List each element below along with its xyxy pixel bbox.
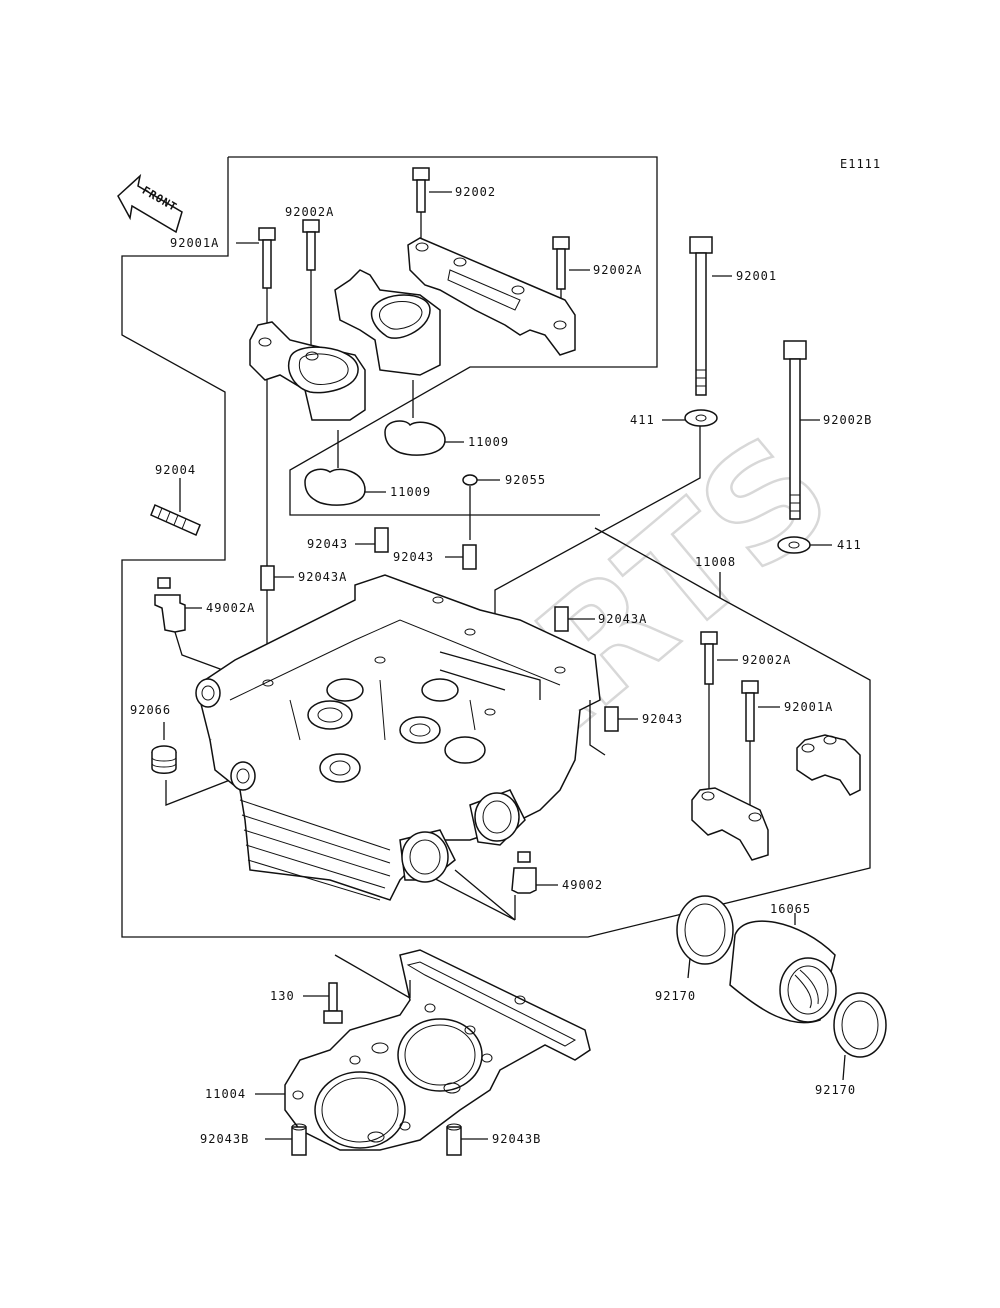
stud-92004 (150, 478, 201, 537)
cylinder-head (195, 574, 606, 901)
label-11009-right: 11009 (468, 435, 509, 449)
label-92001: 92001 (736, 269, 777, 283)
bolt-92001A-top (236, 227, 276, 325)
dowel-92043-c (604, 706, 638, 732)
cam-cover-left (249, 321, 366, 421)
label-130: 130 (270, 989, 295, 1003)
label-92001A-lower: 92001A (784, 700, 833, 714)
dowel-92043B-right (446, 1123, 488, 1156)
intake-holder-16065 (729, 913, 837, 1024)
clamp-92170-right (833, 992, 887, 1081)
ref-code: E1111 (840, 157, 881, 171)
head-group-outline (121, 157, 871, 938)
clamp-92170-left (676, 895, 734, 979)
label-49002: 49002 (562, 878, 603, 892)
label-92043-b: 92043 (393, 550, 434, 564)
label-92043B-right: 92043B (492, 1132, 541, 1146)
oring-92055 (462, 474, 500, 540)
cam-cover-middle (334, 269, 441, 376)
dowel-92043-a (355, 527, 389, 553)
label-92043-a: 92043 (307, 537, 348, 551)
bolt-92001A-lower (741, 680, 780, 820)
bolt-92002 (412, 167, 452, 242)
bolt-92002B (783, 340, 820, 520)
dowel-92043B-left (265, 1123, 307, 1156)
label-92043-c: 92043 (642, 712, 683, 726)
dowel-92043-b (445, 544, 477, 570)
bolt-92001 (689, 236, 732, 396)
washer-411-top (662, 409, 718, 427)
front-arrow-icon: FRONT (117, 173, 183, 234)
washer-411-bottom (777, 536, 832, 554)
cover-group-outline (228, 156, 658, 516)
label-92002B: 92002B (823, 413, 872, 427)
label-411-bottom: 411 (837, 538, 862, 552)
bolt-92002A-right (552, 236, 590, 318)
bolt-130 (303, 954, 411, 1024)
oring-11009-left (304, 430, 386, 506)
label-92170-right: 92170 (815, 1083, 856, 1097)
bolt-92002A-lower (700, 631, 738, 790)
label-92043A-left: 92043A (298, 570, 347, 584)
label-92066: 92066 (130, 703, 171, 717)
label-92002A-lower: 92002A (742, 653, 791, 667)
cam-holder-lower-left (691, 787, 769, 861)
bolt-92002A-top (302, 219, 320, 345)
label-411-top: 411 (630, 413, 655, 427)
label-11004: 11004 (205, 1087, 246, 1101)
label-92002A-top: 92002A (285, 205, 334, 219)
label-92043B-left: 92043B (200, 1132, 249, 1146)
dowel-92043A-right (554, 606, 595, 632)
label-92055: 92055 (505, 473, 546, 487)
label-92004: 92004 (155, 463, 196, 477)
label-92043A-right: 92043A (598, 612, 647, 626)
label-92002A-right: 92002A (593, 263, 642, 277)
cam-cap-right-top (407, 237, 576, 356)
cam-holder-lower-right (796, 734, 861, 796)
head-gasket-11004 (255, 949, 591, 1151)
label-11009-left: 11009 (390, 485, 431, 499)
label-16065: 16065 (770, 902, 811, 916)
valve-guide-49002 (417, 851, 558, 921)
label-92001A-top: 92001A (170, 236, 219, 250)
label-49002A: 49002A (206, 601, 255, 615)
label-11008: 11008 (695, 555, 736, 569)
label-92002: 92002 (455, 185, 496, 199)
oring-11009-right (384, 380, 464, 456)
label-92170-left: 92170 (655, 989, 696, 1003)
